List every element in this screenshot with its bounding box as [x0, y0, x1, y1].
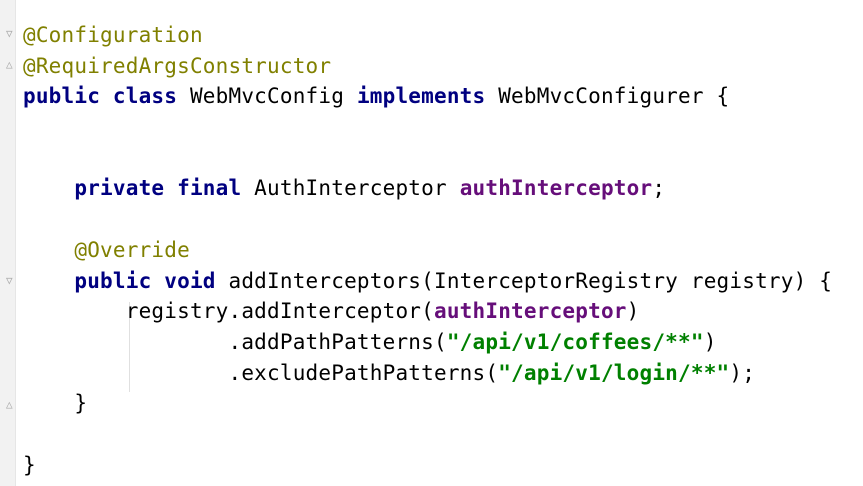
code-line[interactable] — [23, 419, 832, 450]
code-token: "/api/v1/login/**" — [498, 360, 730, 385]
code-token: WebMvcConfigurer { — [485, 84, 730, 109]
code-token — [151, 269, 164, 293]
code-token: authInterceptor — [433, 299, 627, 324]
code-token: authInterceptor — [459, 176, 653, 201]
code-line[interactable]: private final AuthInterceptor authInterc… — [23, 173, 832, 204]
fold-collapse-icon[interactable]: ▽ — [6, 27, 13, 40]
code-line[interactable]: public void addInterceptors(InterceptorR… — [23, 266, 832, 297]
code-token: private — [74, 176, 165, 201]
code-token: } — [23, 452, 36, 477]
code-token: void — [164, 268, 216, 293]
code-token: registry.addInterceptor( — [23, 299, 434, 324]
code-line[interactable]: } — [23, 388, 832, 419]
code-line[interactable] — [23, 143, 832, 174]
editor-gutter: ▽ △ ▽ △ — [0, 0, 16, 486]
code-token: addInterceptors(InterceptorRegistry regi… — [215, 268, 833, 293]
fold-collapse-icon[interactable]: ▽ — [6, 274, 13, 287]
code-line[interactable]: public class WebMvcConfig implements Web… — [23, 81, 832, 112]
code-token — [23, 269, 74, 293]
code-token: implements — [356, 84, 486, 109]
code-token: @Configuration — [23, 23, 203, 47]
code-line[interactable]: registry.addInterceptor(authInterceptor) — [23, 296, 832, 327]
code-line[interactable] — [23, 112, 832, 143]
code-token — [23, 238, 74, 262]
code-token: ) — [703, 329, 717, 354]
code-token: @RequiredArgsConstructor — [23, 53, 332, 78]
code-token — [23, 176, 74, 200]
code-token: "/api/v1/coffees/**" — [446, 329, 704, 354]
code-line[interactable] — [23, 204, 832, 235]
code-token: class — [112, 84, 178, 109]
code-token: .addPathPatterns( — [23, 329, 447, 354]
code-token — [164, 176, 177, 200]
code-line[interactable]: .excludePathPatterns("/api/v1/login/**")… — [23, 358, 832, 389]
code-token: WebMvcConfig — [177, 84, 357, 109]
code-line[interactable]: .addPathPatterns("/api/v1/coffees/**") — [23, 327, 832, 358]
fold-end-icon[interactable]: △ — [6, 398, 13, 411]
code-token: @Override — [74, 237, 190, 262]
code-token: public — [23, 84, 101, 109]
code-token — [100, 84, 113, 108]
code-line[interactable]: } — [23, 450, 832, 481]
code-token: ) — [626, 299, 640, 324]
code-token: .excludePathPatterns( — [23, 360, 499, 385]
code-token: ); — [729, 360, 756, 385]
code-token: ; — [652, 176, 666, 201]
code-line[interactable]: @Override — [23, 235, 832, 266]
fold-end-icon[interactable]: △ — [6, 58, 13, 71]
code-line[interactable]: @Configuration — [23, 20, 832, 51]
code-token: AuthInterceptor — [241, 176, 460, 201]
code-editor[interactable]: @Configuration @RequiredArgsConstructor pu… — [23, 20, 832, 480]
code-token: final — [177, 176, 242, 201]
code-token: } — [23, 391, 88, 416]
code-token: public — [74, 268, 152, 293]
indent-guide — [129, 302, 130, 392]
code-line[interactable]: @RequiredArgsConstructor — [23, 51, 832, 82]
